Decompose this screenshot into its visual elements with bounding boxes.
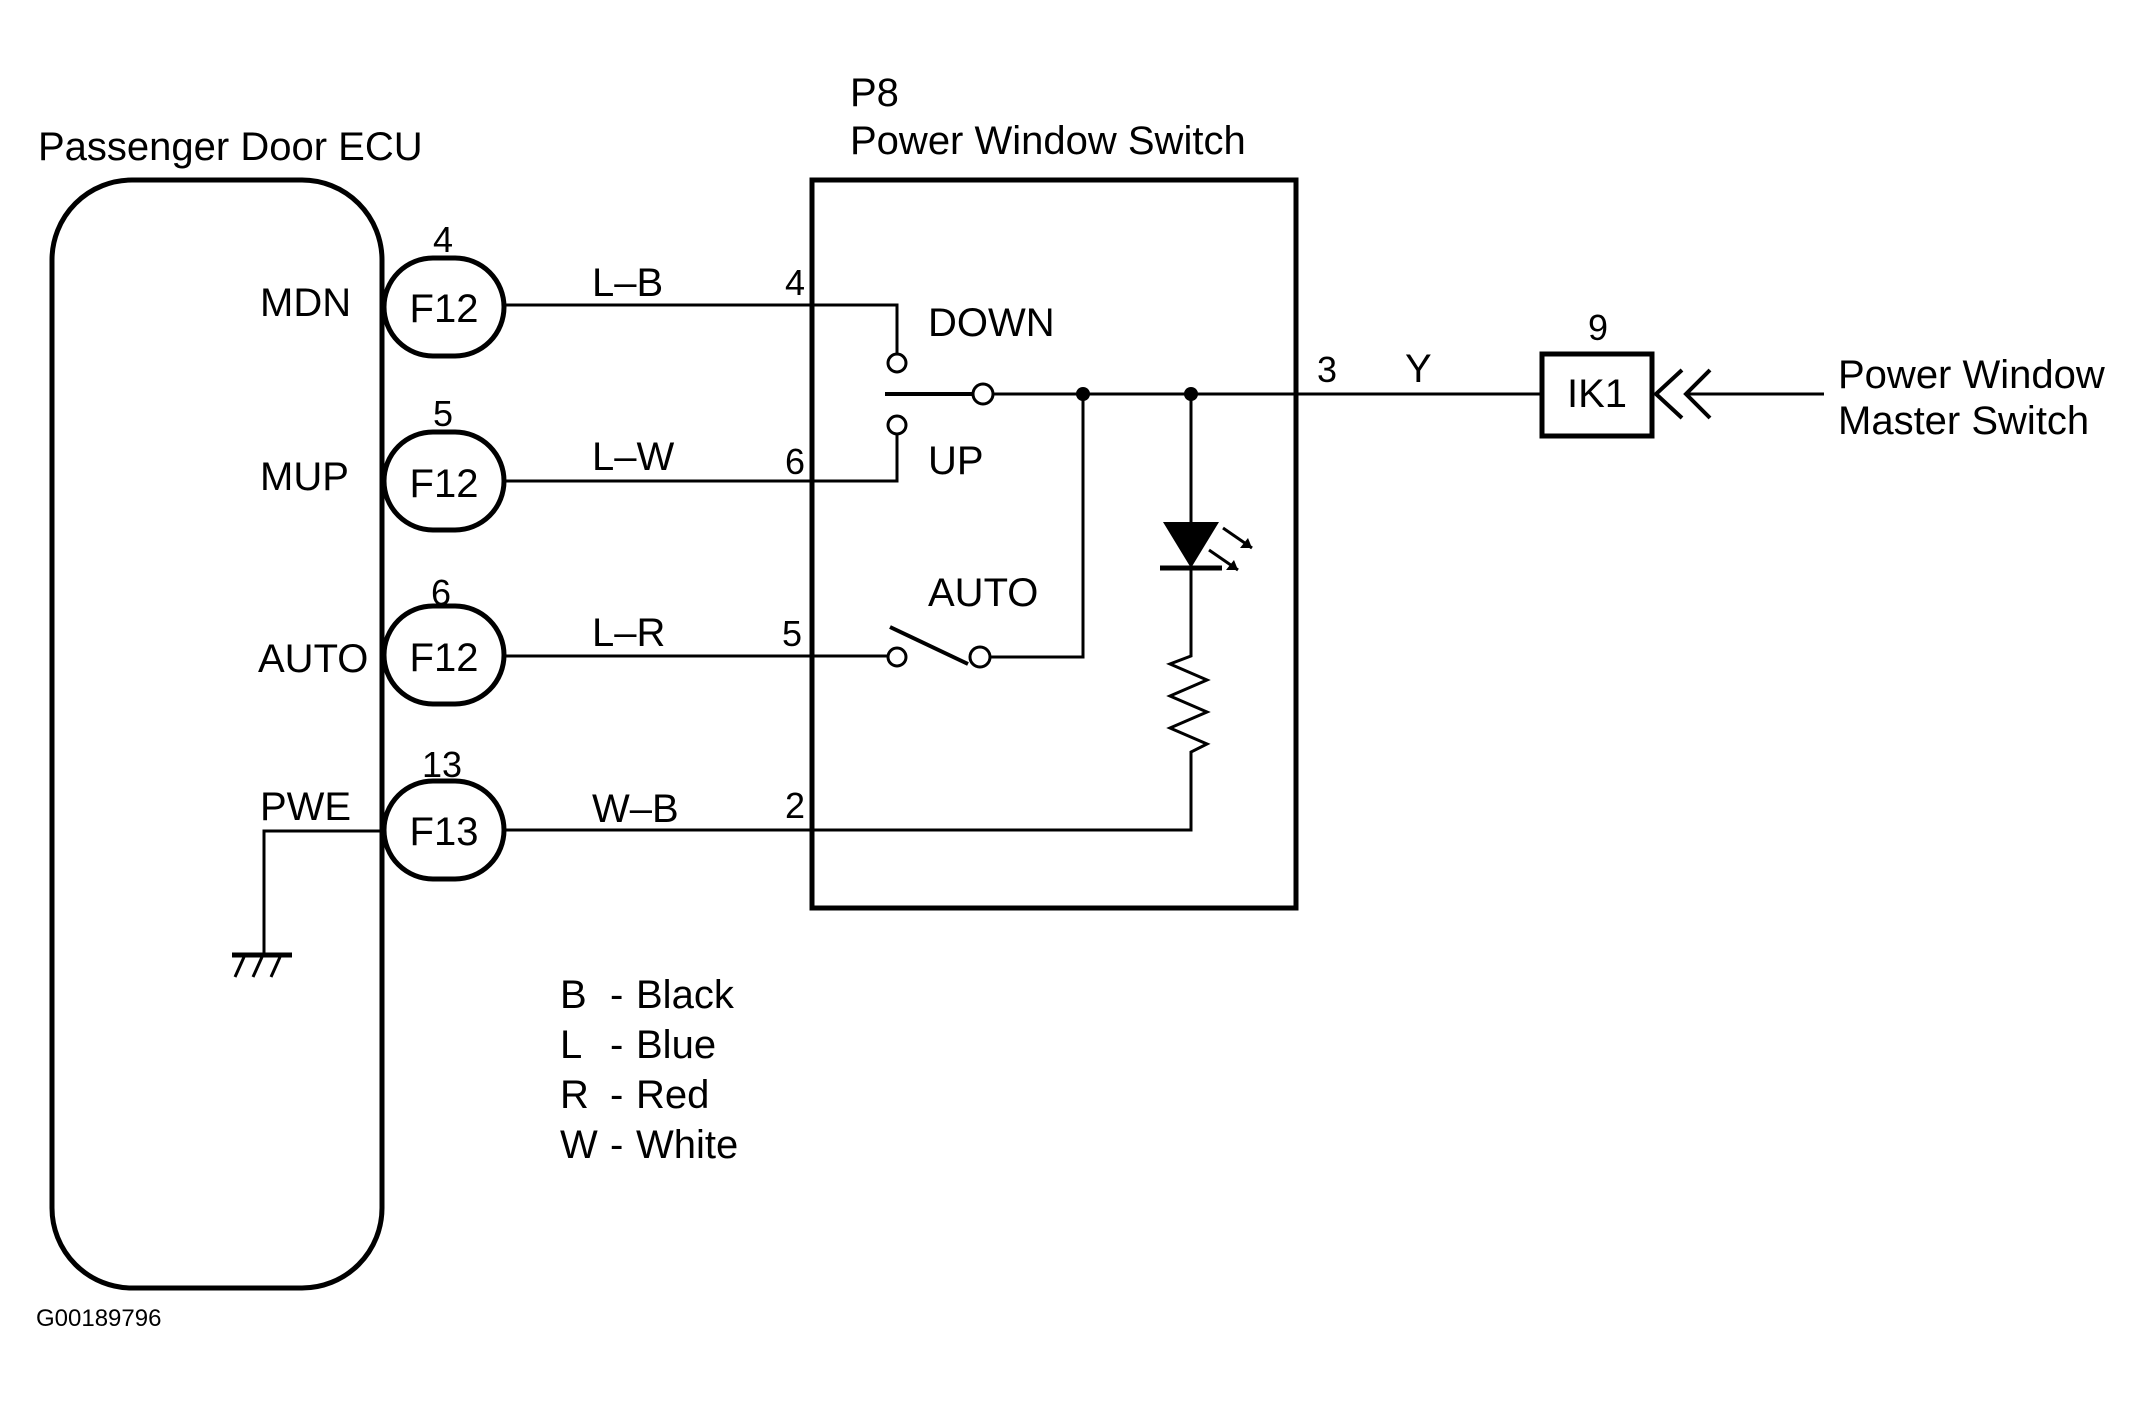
legend-code: B	[560, 973, 587, 1017]
switch-id: P8	[850, 71, 899, 115]
switch-pin: 6	[785, 441, 805, 482]
legend-sep: -	[610, 973, 623, 1017]
connector-mdn: F12 4	[381, 219, 507, 359]
connector-id: F12	[410, 636, 479, 680]
connector-pin: 4	[433, 219, 453, 260]
switch-output-pin: 3	[1317, 349, 1337, 390]
legend-sep: -	[610, 1123, 623, 1167]
ecu-box	[49, 177, 385, 1291]
legend-sep: -	[610, 1073, 623, 1117]
legend-code: L	[560, 1023, 582, 1067]
indicator-led-icon	[1160, 394, 1253, 572]
down-label: DOWN	[928, 301, 1055, 345]
master-switch-line1: Power Window	[1838, 353, 2105, 397]
auto-label: AUTO	[928, 571, 1038, 615]
wire-auto: L–R 5	[504, 611, 812, 658]
up-label: UP	[928, 439, 984, 483]
wire-color-code: L–B	[592, 261, 663, 305]
wire-color-code: L–R	[592, 611, 665, 655]
ground-icon	[232, 829, 382, 978]
legend-code: W	[560, 1123, 598, 1167]
terminal-label-mdn: MDN	[260, 281, 351, 325]
legend-sep: -	[610, 1023, 623, 1067]
connector-auto: F12 6	[381, 572, 507, 707]
master-switch-line2: Master Switch	[1838, 399, 2089, 443]
connector-mup: F12 5	[381, 393, 507, 533]
switch-pin: 4	[785, 262, 805, 303]
connector-pin: 5	[433, 393, 453, 434]
connector-id: F12	[410, 287, 479, 331]
auto-switch: AUTO	[812, 394, 1085, 669]
wire-mup: L–W 6	[504, 435, 812, 483]
down-contact	[886, 352, 908, 374]
switch-box	[809, 177, 1299, 911]
wire-mdn: L–B 4	[504, 261, 812, 307]
connector-chevron-icon	[1653, 368, 1684, 420]
terminal-label-auto: AUTO	[258, 637, 368, 681]
connector-id: F12	[410, 462, 479, 506]
legend-color: Blue	[636, 1023, 716, 1067]
connector-pwe: F13 13	[381, 744, 507, 882]
legend-color: Red	[636, 1073, 709, 1117]
connector-id: F13	[410, 810, 479, 854]
terminal-label-mup: MUP	[260, 455, 349, 499]
switch-pin: 2	[785, 785, 805, 826]
connector-chevron-icon	[1683, 368, 1712, 420]
output-wire-color: Y	[1405, 347, 1432, 391]
junction-pin: 9	[1588, 307, 1608, 348]
ecu-title: Passenger Door ECU	[38, 125, 423, 169]
legend-code: R	[560, 1073, 589, 1117]
resistor-icon	[812, 568, 1211, 832]
legend-color: Black	[636, 973, 735, 1017]
down-up-switch: DOWN UP	[812, 301, 1055, 483]
switch-title: Power Window Switch	[850, 119, 1246, 163]
junction-id: IK1	[1567, 372, 1627, 416]
junction-connector-ik1: IK1 9	[1539, 307, 1824, 439]
wire-color-code: L–W	[592, 435, 674, 479]
switch-pin: 5	[782, 613, 802, 654]
terminal-label-pwe: PWE	[260, 785, 351, 829]
common-contact	[971, 382, 995, 406]
legend-color: White	[636, 1123, 738, 1167]
up-contact	[886, 414, 908, 436]
figure-id: G00189796	[36, 1305, 161, 1332]
connector-pin: 6	[431, 572, 451, 613]
wire-color-legend: B - Black L - Blue R - Red W - White	[560, 973, 738, 1167]
wire-pwe: W–B 2	[504, 785, 812, 832]
wire-color-code: W–B	[592, 787, 679, 831]
connector-pin: 13	[422, 744, 462, 785]
